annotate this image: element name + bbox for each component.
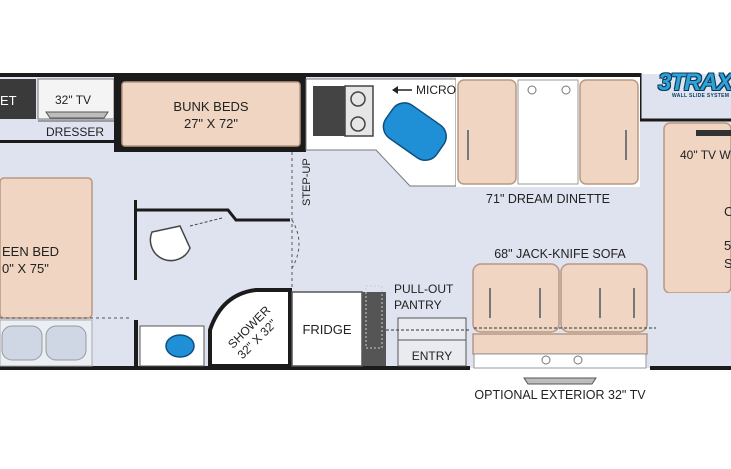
dinette-bench-left: [457, 79, 517, 185]
entry-step: [397, 317, 467, 367]
bath-wall-top: [136, 208, 290, 222]
right-c-label: C: [724, 204, 731, 219]
sofa-seat-left: [472, 263, 560, 333]
right-slide-floor: [660, 293, 731, 366]
shower: [208, 288, 292, 368]
bunk-beds-size: 27" X 72": [184, 116, 238, 131]
exterior-tv-shape: [523, 377, 597, 385]
right-5-label: 5: [724, 238, 731, 253]
fridge-label: FRIDGE: [302, 322, 351, 337]
table-knob-1: [527, 85, 537, 95]
3trax-logo: 3TRAX WALL SLIDE SYSTEM: [658, 69, 731, 106]
pillow-2: [45, 325, 87, 361]
logo-text: 3TRAX: [658, 69, 731, 96]
tv-32-shape: [45, 111, 109, 119]
bath-wall-left: [134, 200, 137, 280]
micro-label: MICRO: [416, 83, 456, 97]
pullout-label-2: PANTRY: [394, 298, 442, 312]
step-up-door: [291, 219, 300, 269]
tv-32-label: 32" TV: [55, 93, 91, 107]
cabinet-dark: [0, 79, 36, 119]
pantry-pullout: [365, 285, 383, 349]
tv-40-shape: [696, 130, 731, 136]
dinette-bench-right: [579, 79, 639, 185]
wall-bottom-right: [650, 366, 731, 370]
bath-door: [189, 217, 223, 227]
sofa-seat-right: [560, 263, 648, 333]
micro-arrow-head: [392, 86, 398, 94]
dinette-table: [517, 79, 579, 185]
burner-1: [350, 91, 366, 107]
wall-top: [0, 73, 640, 77]
jackknife-sofa-label: 68" JACK-KNIFE SOFA: [494, 247, 626, 261]
entry-label: ENTRY: [412, 349, 452, 363]
dream-dinette-label: 71" DREAM DINETTE: [486, 192, 610, 206]
table-knob-2: [561, 85, 571, 95]
sofa-base: [472, 333, 648, 355]
sofa-knob-1: [541, 355, 551, 365]
master-bed-label-1: EEN BED: [2, 244, 59, 259]
dresser-bottom-wall: [0, 140, 114, 143]
fridge: [291, 291, 363, 367]
logo-tagline: WALL SLIDE SYSTEM: [672, 93, 730, 99]
bunk-beds: [121, 81, 301, 147]
sofa-front: [473, 353, 647, 369]
master-bed-label-2: 0" X 75": [2, 261, 49, 276]
right-s-label: S: [724, 256, 731, 271]
step-up-label: STEP-UP: [301, 158, 313, 206]
sink: [382, 102, 447, 161]
bath-sink: [165, 334, 195, 358]
dresser-label: DRESSER: [46, 125, 104, 139]
stove-dark: [313, 86, 345, 136]
toilet: [149, 225, 191, 262]
stove-burners: [344, 85, 374, 137]
exterior-tv-label: OPTIONAL EXTERIOR 32" TV: [474, 388, 646, 402]
tv-40-label: 40" TV W: [680, 148, 731, 162]
bunk-beds-title: BUNK BEDS: [173, 99, 248, 114]
bath-wall-mid: [134, 320, 138, 366]
burner-2: [350, 116, 366, 132]
pillow-1: [1, 325, 43, 361]
master-bed: [0, 177, 93, 319]
pullout-label-1: PULL-OUT: [394, 282, 454, 296]
sofa-knob-2: [573, 355, 583, 365]
cabinet-label: ET: [0, 93, 17, 108]
